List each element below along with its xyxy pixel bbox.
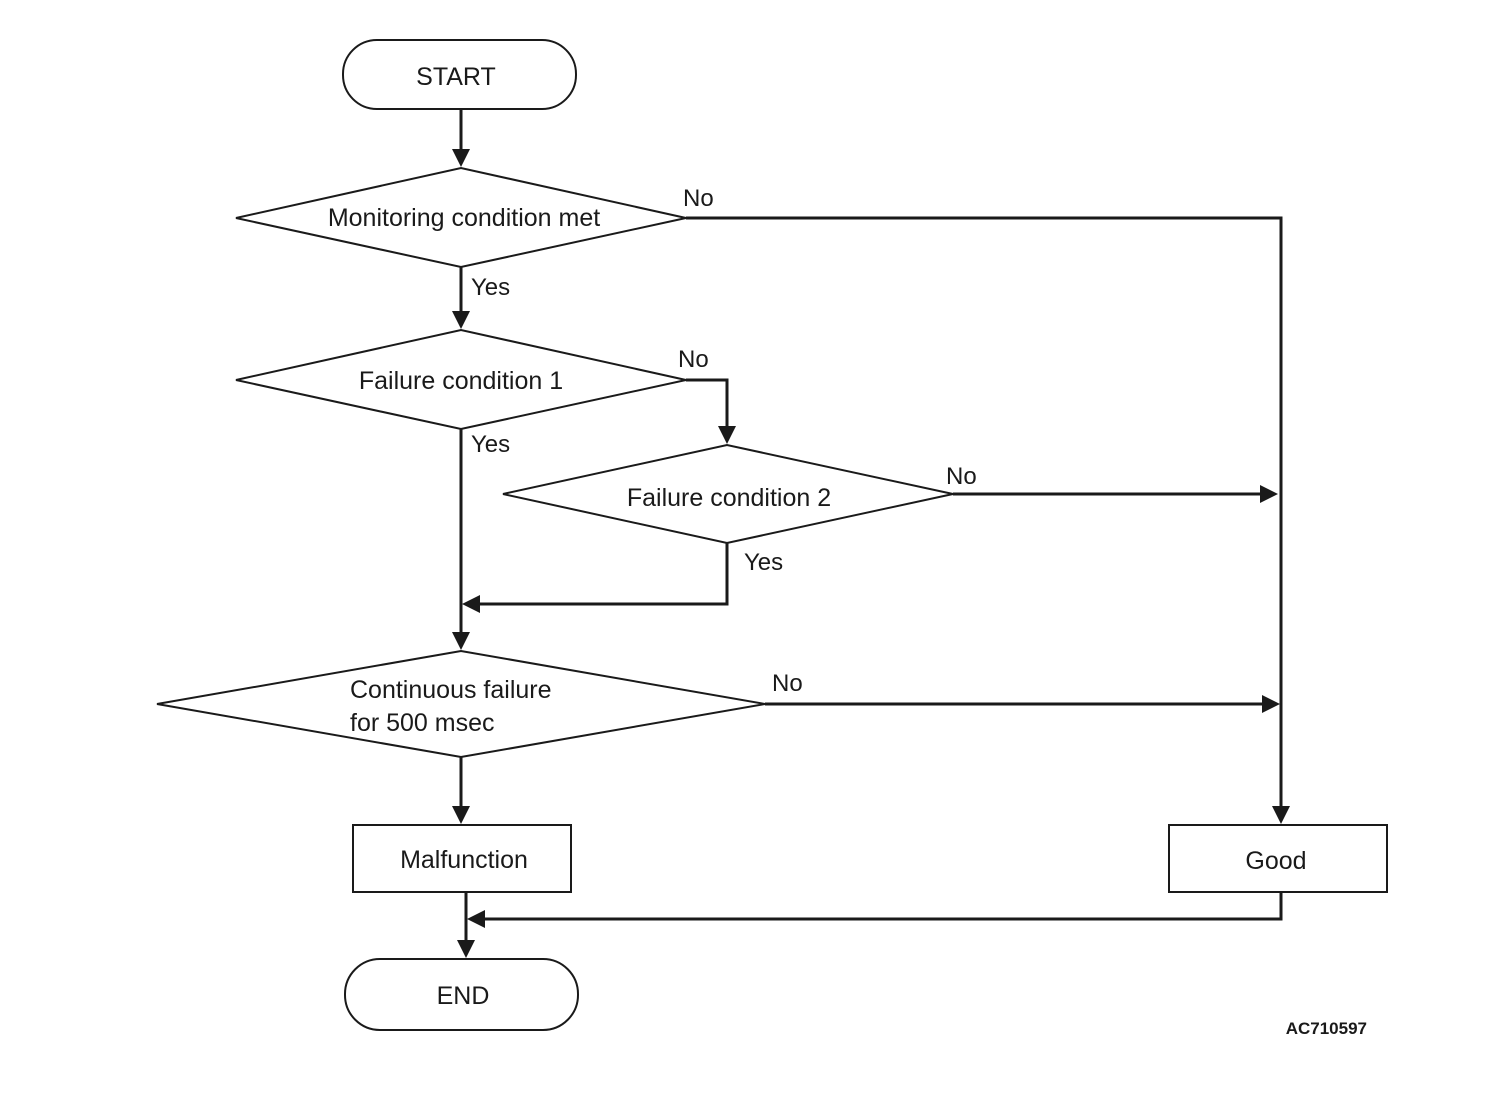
failure2-label: Failure condition 2 xyxy=(627,484,831,512)
line-monitoring-no-to-good xyxy=(686,216,1290,824)
branch-labels: No Yes No Yes No Yes No xyxy=(471,185,977,697)
continuous-failure-decision: Continuous failure for 500 msec xyxy=(156,649,766,759)
failure1-yes-label: Yes xyxy=(471,431,510,458)
continuous-no-label: No xyxy=(772,670,803,697)
connectors xyxy=(452,109,1290,958)
arrow-failure1-no xyxy=(686,378,736,444)
failure1-decision: Failure condition 1 xyxy=(235,328,687,431)
failure2-no-label: No xyxy=(946,463,977,490)
continuous-label-line1: Continuous failure xyxy=(350,676,552,704)
good-box: Good xyxy=(1168,824,1388,893)
monitoring-decision: Monitoring condition met xyxy=(235,166,687,269)
start-label: START xyxy=(416,63,496,91)
failure1-no-label: No xyxy=(678,346,709,373)
malfunction-box: Malfunction xyxy=(352,824,572,893)
arrow-good-to-end xyxy=(467,892,1283,928)
end-label: END xyxy=(437,982,490,1010)
failure2-yes-label: Yes xyxy=(744,549,783,576)
good-label: Good xyxy=(1245,847,1306,875)
monitoring-yes-label: Yes xyxy=(471,274,510,301)
monitoring-label: Monitoring condition met xyxy=(328,204,600,232)
continuous-label-line2: for 500 msec xyxy=(350,709,495,737)
failure1-label: Failure condition 1 xyxy=(359,367,563,395)
malfunction-label: Malfunction xyxy=(400,846,528,874)
figure-code: AC710597 xyxy=(1286,1019,1367,1038)
failure2-decision: Failure condition 2 xyxy=(502,443,954,545)
arrow-failure2-yes-merge xyxy=(462,543,729,613)
monitoring-no-label: No xyxy=(683,185,714,212)
end-terminator: END xyxy=(344,958,579,1031)
start-terminator: START xyxy=(342,39,577,110)
